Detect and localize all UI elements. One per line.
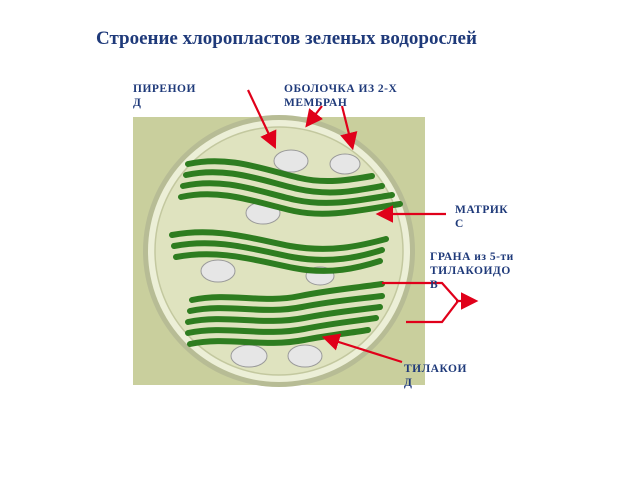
thylakoid: [173, 251, 383, 274]
diagram-title: Строение хлоропластов зеленых водорослей: [96, 28, 477, 49]
thylakoid: [169, 229, 389, 252]
pointer-arrows: [247, 89, 479, 364]
thylakoid: [187, 293, 385, 314]
pyrenoid: [329, 153, 361, 175]
pyrenoid: [200, 259, 236, 283]
thylakoid: [180, 180, 395, 206]
thylakoid: [189, 281, 385, 303]
thylakoid: [171, 240, 385, 263]
label-thylakoid: ТИЛАКОИ Д: [404, 363, 467, 389]
arrow-thylakoid: [321, 333, 403, 364]
arrow-envelope-outer: [305, 105, 324, 128]
pyrenoid: [230, 344, 268, 368]
label-pyrenoid: ПИРЕНОИ Д: [133, 83, 196, 109]
pyrenoid: [287, 344, 323, 368]
thylakoid: [185, 304, 383, 325]
label-grana: ГРАНА из 5-ти ТИЛАКОИДО В: [430, 251, 514, 291]
thylakoid-group: [169, 158, 403, 347]
pyrenoid-group: [200, 149, 361, 368]
thylakoid: [185, 158, 375, 185]
pyrenoid: [273, 149, 309, 173]
thylakoid: [187, 327, 371, 347]
label-envelope: ОБОЛОЧКА ИЗ 2-Х МЕМБРАН: [284, 83, 398, 109]
arrow-pyrenoid: [247, 89, 277, 149]
thylakoid: [178, 191, 403, 217]
thylakoid: [185, 315, 379, 336]
label-matrix: МАТРИК С: [455, 204, 509, 230]
thylakoid: [183, 169, 385, 196]
arrow-envelope-inner: [340, 105, 358, 151]
